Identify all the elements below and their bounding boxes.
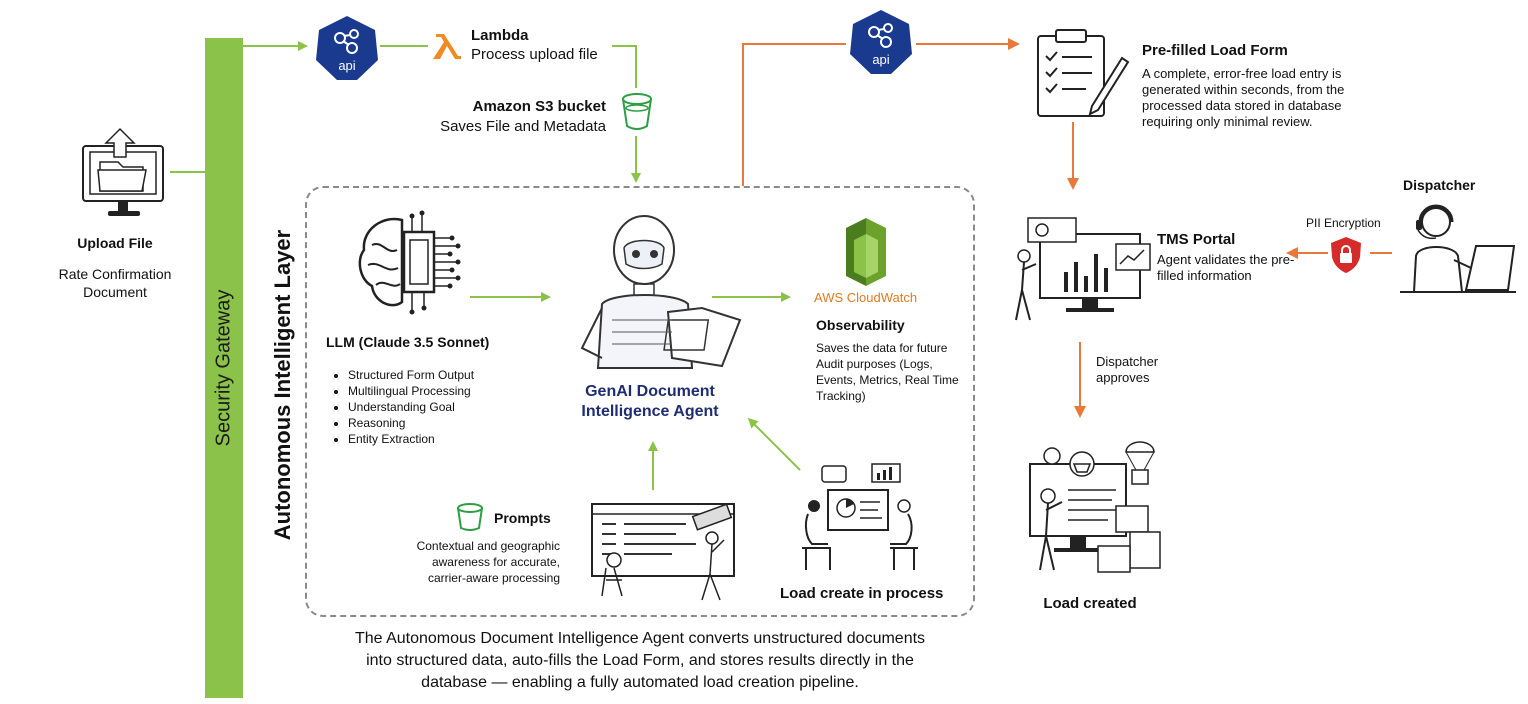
api-gateway-icon-output: api — [846, 8, 916, 76]
prompts-description: Contextual and geographic awareness for … — [416, 539, 560, 585]
llm-capability: Understanding Goal — [348, 399, 474, 415]
upload-file-subtitle: Rate Confirmation Document — [58, 266, 172, 300]
intelligent-layer-box — [305, 186, 975, 617]
tms-portal-description: Agent validates the pre-filled informati… — [1157, 252, 1295, 283]
cloudwatch-brand: AWS CloudWatch — [814, 290, 918, 305]
brain-chip-icon — [352, 210, 462, 320]
dispatcher-title: Dispatcher — [1403, 177, 1476, 193]
dispatcher-headset-illustration — [1396, 200, 1518, 296]
agent-title: GenAI Document Intelligence Agent — [581, 383, 719, 420]
upload-computer-icon — [80, 126, 170, 221]
arrow-agent-to-api-out — [742, 43, 846, 186]
arrow-lambda-to-s3 — [612, 45, 637, 88]
llm-capability: Entity Extraction — [348, 431, 474, 447]
llm-capability: Reasoning — [348, 415, 474, 431]
prefilled-form-title: Pre-filled Load Form — [1142, 42, 1288, 59]
llm-capabilities-list: Structured Form Output Multilingual Proc… — [330, 367, 474, 447]
team-meeting-illustration — [798, 462, 922, 574]
dispatcher-approves-label: Dispatcher approves — [1096, 354, 1159, 385]
load-created-illustration — [1022, 436, 1166, 576]
summary-text: The Autonomous Document Intelligence Age… — [354, 630, 926, 691]
prefilled-form-description: A complete, error-free load entry is gen… — [1142, 66, 1345, 129]
api-gateway-icon: api — [312, 14, 382, 82]
prompts-title: Prompts — [494, 510, 551, 526]
cloudwatch-icon — [836, 218, 896, 286]
lambda-icon — [432, 32, 462, 60]
s3-subtitle: Saves File and Metadata — [440, 118, 606, 135]
llm-capability: Multilingual Processing — [348, 383, 474, 399]
upload-file-title: Upload File — [77, 235, 153, 251]
intelligent-layer-label: Autonomous Intelligent Layer — [270, 229, 295, 541]
tms-portal-title: TMS Portal — [1157, 231, 1236, 248]
robot-laptop-icon — [572, 208, 748, 378]
s3-title: Amazon S3 bucket — [472, 98, 606, 115]
api-badge-text: api — [338, 58, 356, 73]
security-gateway-bar — [205, 38, 243, 698]
load-created-title: Load created — [1043, 595, 1137, 612]
prompt-dashboard-illustration — [576, 500, 740, 604]
llm-title: LLM (Claude 3.5 Sonnet) — [326, 334, 490, 350]
observability-title: Observability — [816, 317, 905, 333]
observability-description: Saves the data for future Audit purposes… — [816, 341, 959, 403]
lambda-title: Lambda — [471, 27, 529, 44]
tms-portal-illustration — [1004, 214, 1154, 324]
prompts-bucket-icon — [456, 502, 484, 532]
load-process-title: Load create in process — [780, 585, 944, 602]
api-badge-text: api — [872, 52, 890, 67]
arrow-process-to-agent — [747, 417, 801, 471]
pii-encryption-label: PII Encryption — [1306, 216, 1381, 230]
shield-lock-icon — [1329, 236, 1363, 274]
checklist-form-icon — [1030, 28, 1130, 120]
lambda-subtitle: Process upload file — [471, 46, 598, 63]
security-gateway-label: Security Gateway — [212, 289, 235, 447]
s3-bucket-icon — [620, 92, 654, 132]
llm-capability: Structured Form Output — [348, 367, 474, 383]
